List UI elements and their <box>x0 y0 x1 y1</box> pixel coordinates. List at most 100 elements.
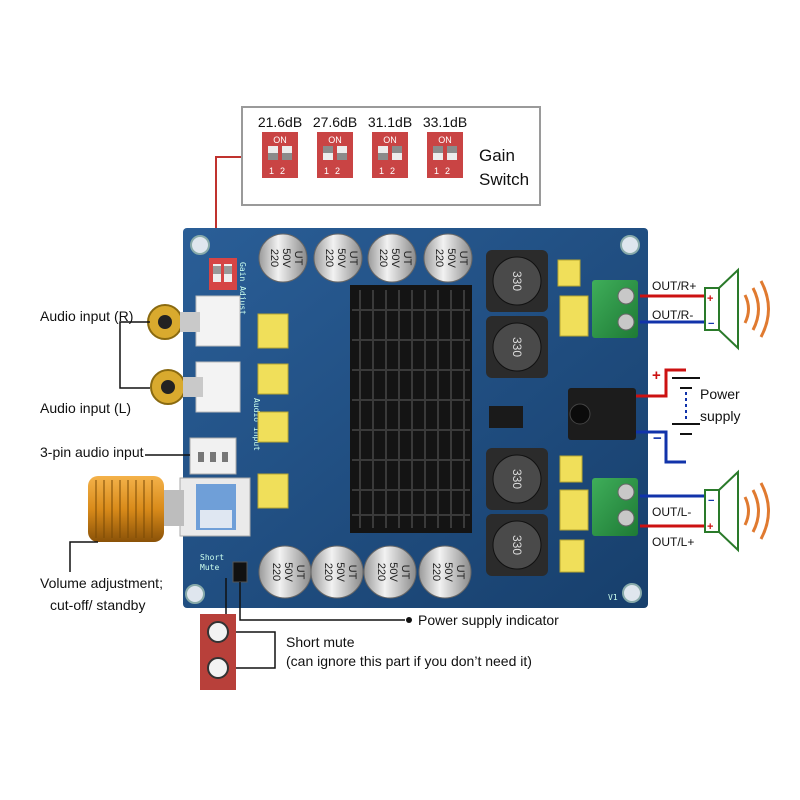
capacitor-label: UT <box>457 251 469 266</box>
dip-switch: ON 12 <box>317 132 353 178</box>
capacitor-label: 50V <box>334 562 346 582</box>
gain-setting-27-6: 27.6dB ON 12 <box>308 114 362 178</box>
gain-title-line2: Switch <box>479 170 530 189</box>
output-terminal-right <box>592 280 638 338</box>
gain-setting-21-6: 21.6dB ON 12 <box>253 114 307 178</box>
inductor-label: 330 <box>510 469 524 489</box>
gain-leader-line <box>215 156 241 258</box>
capacitor-label: 220 <box>430 563 442 581</box>
capacitor-label: UT <box>454 565 466 580</box>
capacitor-label: 50V <box>445 248 457 268</box>
capacitor-label: UT <box>346 565 358 580</box>
dip-switch: ON 12 <box>262 132 298 178</box>
film-capacitors-right <box>557 259 589 573</box>
gain-value-label: 27.6dB <box>312 114 358 130</box>
dip-on-label: ON <box>273 135 287 145</box>
pcb-audio-input-text: Audio input <box>252 398 261 451</box>
volume-label-line2: cut-off/ standby <box>50 597 146 613</box>
power-minus-sign: − <box>653 430 662 447</box>
short-mute-jumper <box>200 614 236 690</box>
electrolytic-capacitors-bottom <box>258 545 472 599</box>
capacitor-label: 220 <box>322 563 334 581</box>
capacitor-label: UT <box>292 251 304 266</box>
power-supply-label-line2: supply <box>700 408 741 424</box>
power-plus-sign: + <box>652 367 661 384</box>
dip-numbers: 12 <box>378 166 401 176</box>
gain-title-line1: Gain <box>479 146 515 165</box>
dip-on-label: ON <box>328 135 342 145</box>
rca-socket-l <box>150 361 241 413</box>
dip-numbers: 12 <box>323 166 346 176</box>
dip-on-label: ON <box>438 135 452 145</box>
capacitor-label: 220 <box>268 249 280 267</box>
dip-on-label: ON <box>383 135 397 145</box>
capacitor-label: 50V <box>280 248 292 268</box>
indicator-dot <box>406 617 412 623</box>
diode <box>489 406 523 428</box>
svg-text:+: + <box>707 521 713 533</box>
volume-knob <box>88 476 164 542</box>
pcb-gain-adjust-text: Gain Adjust <box>238 262 247 315</box>
gain-value-label: 33.1dB <box>422 114 468 130</box>
three-pin-connector <box>189 437 237 475</box>
capacitor-label: UT <box>401 251 413 266</box>
capacitor-label: 220 <box>270 563 282 581</box>
pcb-gain-dip-switch <box>209 258 237 290</box>
capacitor-label: 50V <box>387 562 399 582</box>
out-l-plus-label: OUT/L+ <box>652 535 695 549</box>
gain-switch-panel: 21.6dB ON 12 27.6dB ON 12 31.1dB ON 12 3… <box>241 106 541 206</box>
inductor-labels: 330 330 330 330 <box>510 271 524 555</box>
short-mute-note: (can ignore this part if you don’t need … <box>286 653 532 669</box>
heatsink <box>350 285 472 533</box>
capacitor-label: 50V <box>389 248 401 268</box>
dip-switch: ON 12 <box>427 132 463 178</box>
volume-potentiometer <box>160 477 251 537</box>
gain-setting-33-1: 33.1dB ON 12 <box>418 114 472 178</box>
power-supply-label-line1: Power <box>700 386 740 402</box>
out-r-minus-label: OUT/R- <box>652 308 694 322</box>
mounting-holes <box>185 235 642 604</box>
gain-switch-title: Gain Switch <box>479 144 529 192</box>
battery-symbol <box>672 377 700 435</box>
three-pin-input-label: 3-pin audio input <box>40 444 144 460</box>
dc-power-jack <box>568 388 636 440</box>
rca-socket-r <box>147 295 241 347</box>
svg-text:+: + <box>707 293 713 305</box>
gain-setting-31-1: 31.1dB ON 12 <box>363 114 417 178</box>
capacitor-label: UT <box>399 565 411 580</box>
audio-input-l-label: Audio input (L) <box>40 400 132 416</box>
pcb-v1-text: V1 <box>608 593 618 602</box>
pcb-short-text: Short <box>200 553 224 562</box>
film-capacitors-left <box>257 313 289 509</box>
gain-value-label: 31.1dB <box>367 114 413 130</box>
output-wires <box>640 294 705 528</box>
svg-text:−: − <box>708 495 714 507</box>
gain-value-label: 21.6dB <box>257 114 303 130</box>
dip-switch: ON 12 <box>372 132 408 178</box>
power-supply-wires <box>636 368 686 464</box>
capacitor-label: 50V <box>282 562 294 582</box>
dip-numbers: 12 <box>268 166 291 176</box>
out-l-minus-label: OUT/L- <box>652 505 692 519</box>
capacitor-label: 220 <box>323 249 335 267</box>
inductor-label: 330 <box>510 337 524 357</box>
capacitor-label: 220 <box>433 249 445 267</box>
pcb-mute-text: Mute <box>200 563 219 572</box>
capacitor-label: 50V <box>442 562 454 582</box>
audio-input-r-label: Audio input (R) <box>40 308 134 324</box>
power-supply-indicator-label: Power supply indicator <box>418 612 559 628</box>
pcb-short-mute-jumper <box>232 561 248 583</box>
capacitor-label: 220 <box>375 563 387 581</box>
capacitor-label: UT <box>294 565 306 580</box>
inductors <box>486 250 548 576</box>
out-r-plus-label: OUT/R+ <box>652 279 697 293</box>
inductor-label: 330 <box>510 271 524 291</box>
capacitor-label: 220 <box>377 249 389 267</box>
dip-numbers: 12 <box>433 166 456 176</box>
short-mute-label: Short mute <box>286 634 355 650</box>
volume-label-line1: Volume adjustment; <box>40 575 163 591</box>
capacitor-label: UT <box>347 251 359 266</box>
inductor-label: 330 <box>510 535 524 555</box>
